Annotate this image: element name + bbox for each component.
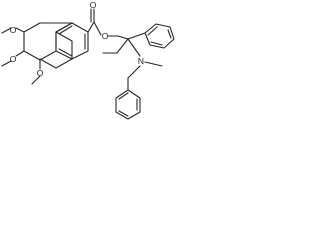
amine-bonds (127, 38, 163, 91)
atom-o-ester: O (102, 31, 109, 41)
ethyl-bonds (102, 38, 129, 54)
methoxy-bonds (1, 27, 41, 85)
phenyl-ring-upper (127, 23, 175, 49)
atom-o-methoxy-1: O (10, 25, 17, 35)
trimethoxyphenyl-ring (23, 22, 73, 69)
atom-o-carbonyl: O (90, 0, 97, 10)
atom-n-amine: N (138, 56, 144, 66)
benzoate-ring (55, 22, 89, 60)
ester-bonds (87, 8, 129, 40)
atom-o-methoxy-3: O (37, 68, 44, 78)
chemical-structure: O O O O O N (1, 0, 175, 120)
benzyl-ring-lower (115, 89, 141, 120)
bond-lines (1, 8, 175, 120)
atom-labels: O O O O O N (10, 0, 144, 78)
atom-o-methoxy-2: O (10, 54, 17, 64)
